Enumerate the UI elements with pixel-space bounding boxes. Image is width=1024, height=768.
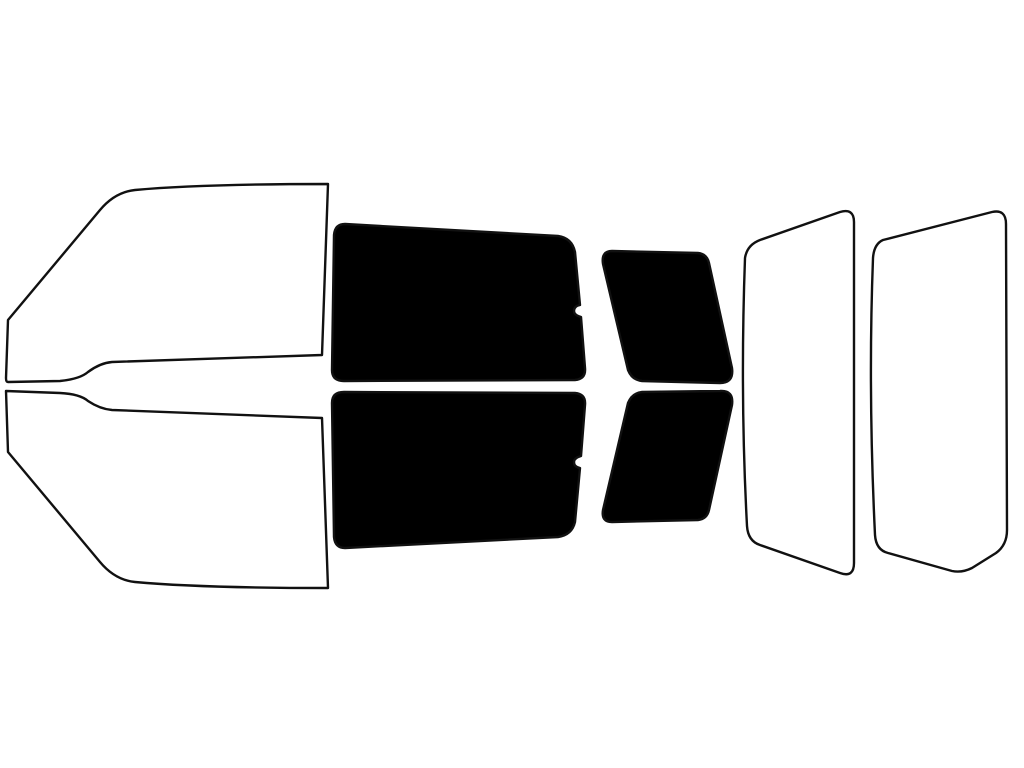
front-door-window-upper [330, 222, 587, 383]
rear-quarter-window-upper [601, 249, 734, 385]
rear-quarter-window-lower [601, 389, 734, 524]
rear-glass-right [869, 210, 1009, 573]
front-door-window-lower [330, 390, 587, 550]
windshield-lower-half [4, 389, 330, 590]
windshield-upper-half [4, 182, 330, 384]
rear-glass-left [741, 209, 856, 576]
